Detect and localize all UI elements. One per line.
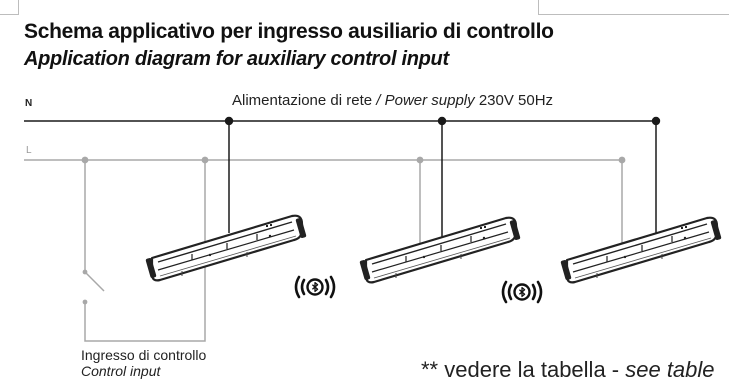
bluetooth-icon [501, 280, 543, 304]
title-italian: Schema applicativo per ingresso ausiliar… [24, 20, 554, 43]
control-input-label-it: Ingresso di controllo [81, 347, 207, 363]
junction-dot [618, 156, 626, 164]
power-supply-separator: / [372, 92, 385, 109]
power-supply-it: Alimentazione di rete [232, 92, 373, 109]
frame-cell-right [538, 0, 729, 15]
bluetooth-icon [294, 275, 336, 299]
see-table-note-en: see table [625, 357, 715, 382]
frame-cell-left [0, 0, 19, 15]
junction-dot [224, 116, 234, 126]
junction-dot [81, 156, 89, 164]
luminaire-1 [144, 214, 308, 282]
switch-contact [82, 299, 88, 305]
junction-dot [416, 156, 424, 164]
switch-contact [82, 269, 88, 275]
junction-dot [437, 116, 447, 126]
junction-dot [651, 116, 661, 126]
title-english: Application diagram for auxiliary contro… [24, 48, 449, 70]
control-input-label-en: Control input [81, 363, 161, 379]
power-supply-rating: 230V 50Hz [478, 92, 554, 109]
junction-dot [201, 156, 209, 164]
power-supply-en: Power supply [384, 92, 475, 109]
luminaire-3 [559, 216, 723, 284]
luminaire-2 [358, 216, 522, 284]
neutral-line-label: N [25, 98, 33, 109]
see-table-note: ** vedere la tabella - see table [421, 357, 715, 383]
power-supply-label: Alimentazione di rete / Power supply 230… [232, 92, 553, 109]
see-table-note-prefix: ** vedere la tabella - [421, 357, 626, 382]
live-line-label: L [26, 145, 32, 156]
page-frame [0, 0, 729, 15]
